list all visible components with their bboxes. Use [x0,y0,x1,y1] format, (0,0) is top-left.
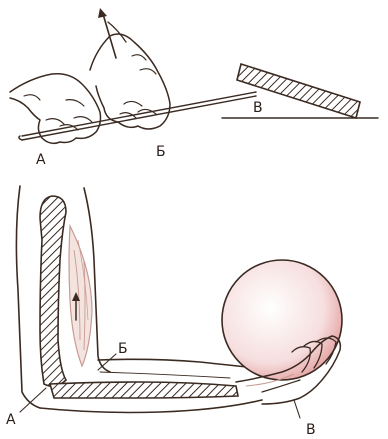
forearm-bone [50,382,238,398]
pointer-b [98,354,116,370]
lever-label-a: А [36,152,46,168]
ball [222,260,342,380]
pointer-c [294,400,300,418]
arm-label-a: А [6,412,16,428]
biceps-muscle [69,226,92,366]
humerus-bone [40,196,66,386]
arm-label-c: В [306,422,316,438]
arm-label-b: Б [118,341,128,357]
right-hand [90,22,170,129]
lever-scene: А Б В [10,8,378,168]
lever-label-b: Б [156,144,166,160]
lever-label-c: В [253,100,263,116]
force-arrow-icon [98,8,116,58]
lever-rod [19,92,256,140]
left-hand [10,74,101,144]
arm-scene: А Б В [6,186,342,438]
